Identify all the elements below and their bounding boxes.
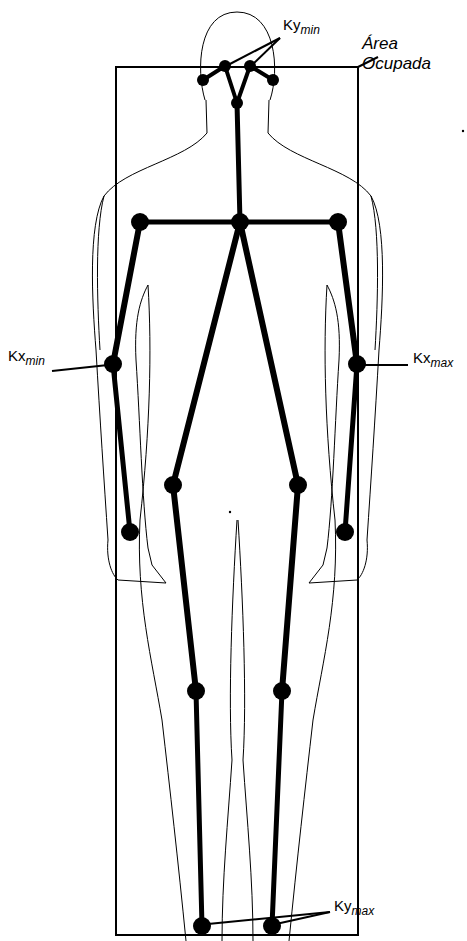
- keypoint-label: Ky: [334, 897, 352, 914]
- label-subscript: max: [352, 905, 375, 919]
- occupied-area-box: [116, 67, 358, 935]
- leader-lines: [52, 38, 408, 924]
- body-outline: [92, 100, 237, 941]
- keypoint-label: Kx: [8, 347, 26, 364]
- label-subscript: min: [26, 355, 45, 369]
- skeleton-lines: [113, 66, 357, 926]
- head-outline: [201, 12, 275, 100]
- keypoint-label: Kx: [413, 349, 431, 366]
- keypoints: [104, 60, 464, 935]
- label-subscript: min: [301, 24, 320, 38]
- area-label: Área Ocupada: [362, 34, 444, 73]
- keypoint-label: Ky: [283, 16, 301, 33]
- label-subscript: max: [431, 357, 454, 371]
